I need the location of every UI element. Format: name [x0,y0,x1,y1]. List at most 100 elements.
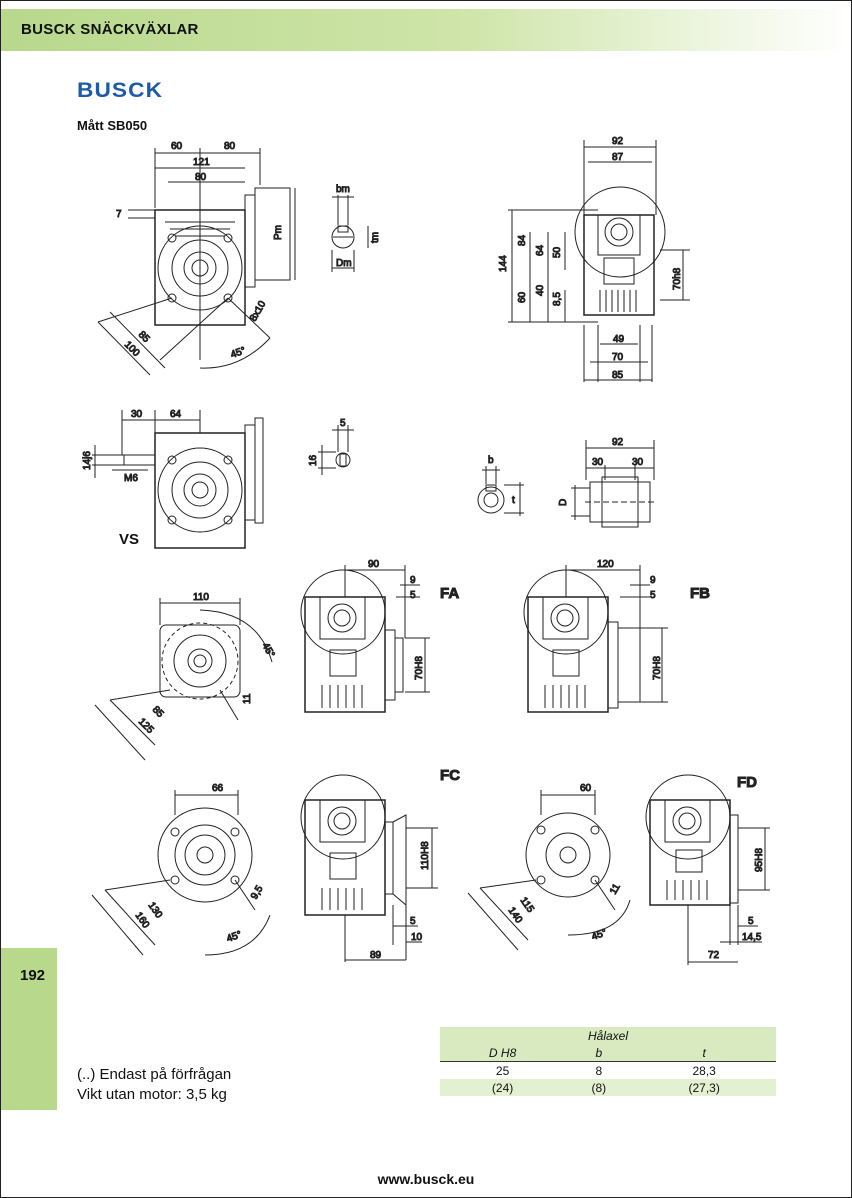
dim-fa-45deg: 45° [259,641,276,660]
dim-vs-30: 30 [131,409,143,420]
fb-side-view [523,565,668,713]
dim-fa-90: 90 [368,559,380,570]
variant-fb-label: FB [690,585,710,602]
dim-right-70: 70 [612,352,624,363]
busck-logo: BUSCK [77,79,164,102]
dim-vs-key-16: 16 [308,454,319,466]
variant-fc-label: FC [440,767,460,784]
dim-main-80a: 80 [224,141,236,152]
page-number: 192 [20,967,46,984]
table-col-b: b [565,1044,633,1062]
note-weight: Vikt utan motor: 3,5 kg [77,1086,227,1103]
dim-fc-10: 10 [411,932,423,943]
dim-fa-125: 125 [136,716,156,736]
dim-fd-60: 60 [580,783,592,794]
dim-right-92: 92 [612,136,624,147]
dim-fc-9-5: 9,5 [249,884,266,902]
table-group-header: Hålaxel [440,1027,776,1044]
dim-main-80b: 80 [195,172,207,183]
fa-flange-face [94,598,273,761]
dim-main-100: 100 [122,339,142,359]
dim-hollow-92: 92 [612,437,624,448]
page-subtitle: Mått SB050 [77,118,148,133]
dim-fb-5: 5 [650,590,656,601]
fd-flange-face [467,790,631,951]
table-cell: (24) [440,1079,566,1096]
dim-fd-5: 5 [748,916,754,927]
dim-right-8-5: 8,5 [552,292,563,306]
table-cell: (8) [565,1079,633,1096]
dim-main-8x10: 8x10 [248,299,269,324]
dim-right-49: 49 [613,334,625,345]
dim-right-144: 144 [498,255,509,272]
dim-key-t: t [512,495,515,506]
dim-fc-110h8: 110H8 [420,841,431,870]
dim-fc-130: 130 [146,900,165,920]
header-bar: BUSCK SNÄCKVÄXLAR [1,9,850,51]
dim-fa-5: 5 [410,590,416,601]
main-front-view [97,148,296,376]
dim-hollow-30a: 30 [592,457,604,468]
dim-fb-120: 120 [597,559,614,570]
table-cell: 28,3 [632,1061,776,1079]
fd-side-view [645,774,770,965]
fa-side-view [300,565,430,713]
dim-hollow-d: D [558,499,569,506]
page-number-tab [1,948,57,1110]
dim-right-60: 60 [517,291,528,303]
dim-main-pm: Pm [273,225,284,240]
hollow-shaft-detail [477,466,524,516]
dim-fc-45deg: 45° [225,929,243,945]
dim-right-87: 87 [612,152,624,163]
dim-main-7: 7 [116,209,122,220]
header-title: BUSCK SNÄCKVÄXLAR [21,21,199,38]
dim-main-121: 121 [193,157,210,168]
table-col-t: t [632,1044,776,1062]
dim-key-b: b [488,455,494,466]
dim-fa-85: 85 [150,704,166,720]
dim-right-64: 64 [535,244,546,256]
table-row: (24) (8) (27,3) [440,1079,776,1096]
dim-fb-70h8: 70H8 [652,656,663,680]
dim-fa-11: 11 [242,693,253,704]
dim-fd-11: 11 [608,882,623,897]
dim-fd-140: 140 [506,905,525,925]
dim-fa-9: 9 [410,575,416,586]
dim-fd-95h8: 95H8 [754,848,765,872]
vs-view [92,410,264,549]
dim-vs-m6: M6 [124,473,138,484]
right-side-view [508,140,690,382]
dim-right-50: 50 [552,246,563,258]
dim-right-70h8: 70h8 [672,267,683,290]
dim-fa-70h8: 70H8 [414,656,425,680]
note-on-request: (..) Endast på förfrågan [77,1066,232,1083]
variant-fa-label: FA [440,585,459,602]
table-cell: 25 [440,1061,566,1079]
dim-vs-64: 64 [170,409,182,420]
hollow-shaft-table: Hålaxel D H8 b t 25 8 28,3 (24) (8) (27,… [440,1027,776,1096]
table-cell: (27,3) [632,1079,776,1096]
hollow-shaft-section [571,440,656,528]
dim-fd-14-5: 14,5 [742,932,762,943]
fc-flange-face [91,790,271,956]
dim-bm: bm [336,184,350,195]
dim-main-60: 60 [171,141,183,152]
variant-vs-label: VS [119,531,140,548]
dim-right-84: 84 [517,234,528,246]
dim-dm: Dm [336,258,352,269]
dim-main-85: 85 [136,329,152,345]
dim-fd-72: 72 [708,950,720,961]
dim-fb-9: 9 [650,575,656,586]
dim-tm: tm [370,232,381,243]
fc-side-view [300,774,438,962]
dim-hollow-30b: 30 [632,457,644,468]
dim-right-85: 85 [612,370,624,381]
dim-fc-89: 89 [370,950,382,961]
shaft-key-detail [331,195,369,272]
variant-fd-label: FD [737,774,757,791]
dim-fa-110: 110 [193,592,209,603]
table-col-dh8: D H8 [440,1044,566,1062]
footer-url[interactable]: www.busck.eu [377,1171,475,1187]
dim-fd-45deg: 45° [590,927,608,943]
